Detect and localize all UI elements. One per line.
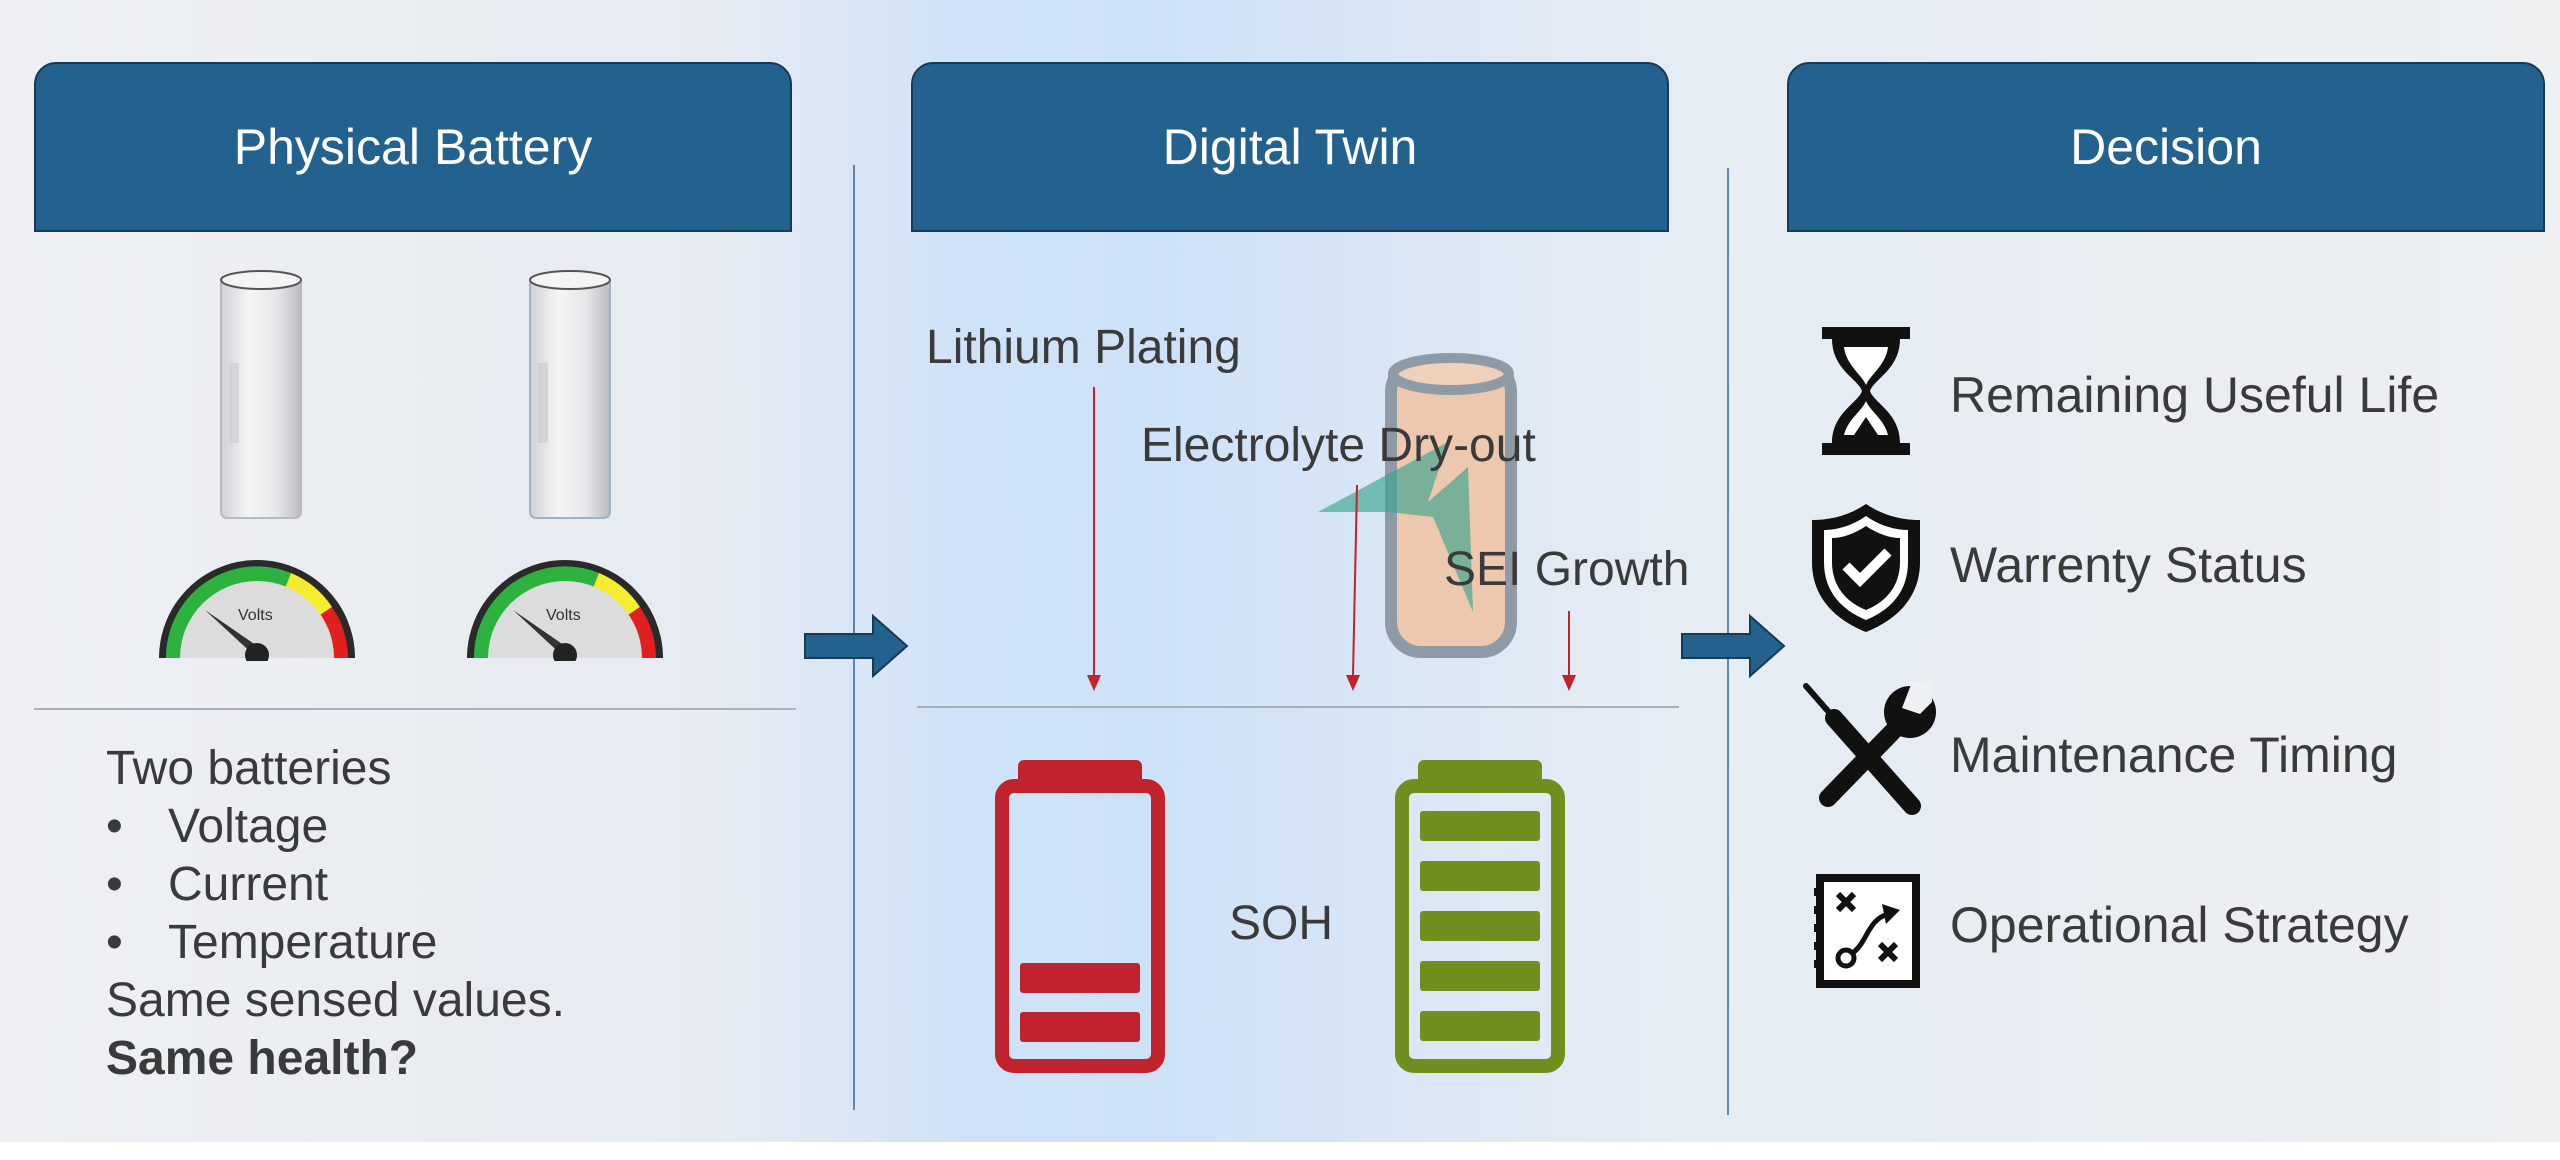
decision-item-maintenance-timing: Maintenance Timing: [1800, 680, 2520, 820]
bullet-marker: •: [106, 916, 123, 969]
bullet-item: • Temperature: [106, 914, 565, 972]
hourglass-icon: [1822, 327, 1910, 455]
soh-label: SOH: [1229, 897, 1334, 950]
voltage-gauge: Volts: [464, 555, 666, 661]
decision-item-remaining-useful-life: Remaining Useful Life: [1800, 320, 2520, 460]
degradation-label-lithium-plating: Lithium Plating: [926, 321, 1241, 374]
decision-label: Warrenty Status: [1950, 537, 2307, 593]
bullet-marker: •: [106, 800, 123, 853]
battery-cell-image: [529, 270, 611, 519]
decision-label: Maintenance Timing: [1950, 727, 2398, 783]
notes-intro: Two batteries: [106, 742, 392, 795]
degradation-label-electrolyte-dry-out: Electrolyte Dry-out: [1141, 419, 1536, 472]
gauge-label: Volts: [238, 607, 273, 624]
digital-twin-title: Digital Twin: [1162, 119, 1418, 175]
twin-separator: [917, 706, 1679, 708]
bullet-item: • Current: [106, 856, 565, 914]
bullet-marker: •: [106, 858, 123, 911]
bullet-item: • Voltage: [106, 798, 565, 856]
battery-cell-image: [220, 270, 302, 519]
arrow-head-icon: [1087, 675, 1101, 691]
arrow-head-icon: [1346, 675, 1360, 691]
strategy-board-icon: [1814, 874, 1920, 988]
bullet-text: Temperature: [168, 916, 438, 969]
decision-title: Decision: [2070, 119, 2262, 175]
decision-item-warrenty-status: Warrenty Status: [1800, 500, 2520, 640]
arrow-head-icon: [1562, 675, 1576, 691]
decision-label: Operational Strategy: [1950, 897, 2409, 953]
cell-cross-section-icon: [1318, 353, 1517, 658]
indicator-arrow: [1352, 484, 1358, 676]
flow-arrow-right-icon: [1681, 613, 1786, 679]
decision-item-operational-strategy: Operational Strategy: [1800, 860, 2520, 1000]
decision-header: Decision: [1787, 62, 2545, 232]
full-battery-icon: [1395, 760, 1565, 1073]
digital-twin-header: Digital Twin: [911, 62, 1669, 232]
physical-battery-header: Physical Battery: [34, 62, 792, 232]
tools-icon: [1803, 682, 1936, 815]
physical-separator: [34, 708, 796, 710]
degradation-indicator-arrows: [1087, 387, 1576, 691]
degradation-label-sei-growth: SEI Growth: [1444, 543, 1690, 596]
physical-notes: Two batteries • Voltage • Current • Tempera…: [106, 740, 565, 1088]
voltage-gauge: Volts: [156, 555, 358, 661]
flow-arrow-right-icon: [804, 613, 909, 679]
decision-label: Remaining Useful Life: [1950, 367, 2440, 423]
shield-check-icon: [1812, 504, 1920, 632]
bullet-text: Voltage: [168, 800, 329, 853]
bottom-margin: [0, 1142, 2560, 1160]
gauge-label: Volts: [546, 607, 581, 624]
notes-question: Same health?: [106, 1032, 419, 1085]
physical-battery-title: Physical Battery: [233, 119, 593, 175]
bullet-text: Current: [168, 858, 329, 911]
notes-statement: Same sensed values.: [106, 974, 565, 1027]
low-battery-icon: [995, 760, 1165, 1073]
